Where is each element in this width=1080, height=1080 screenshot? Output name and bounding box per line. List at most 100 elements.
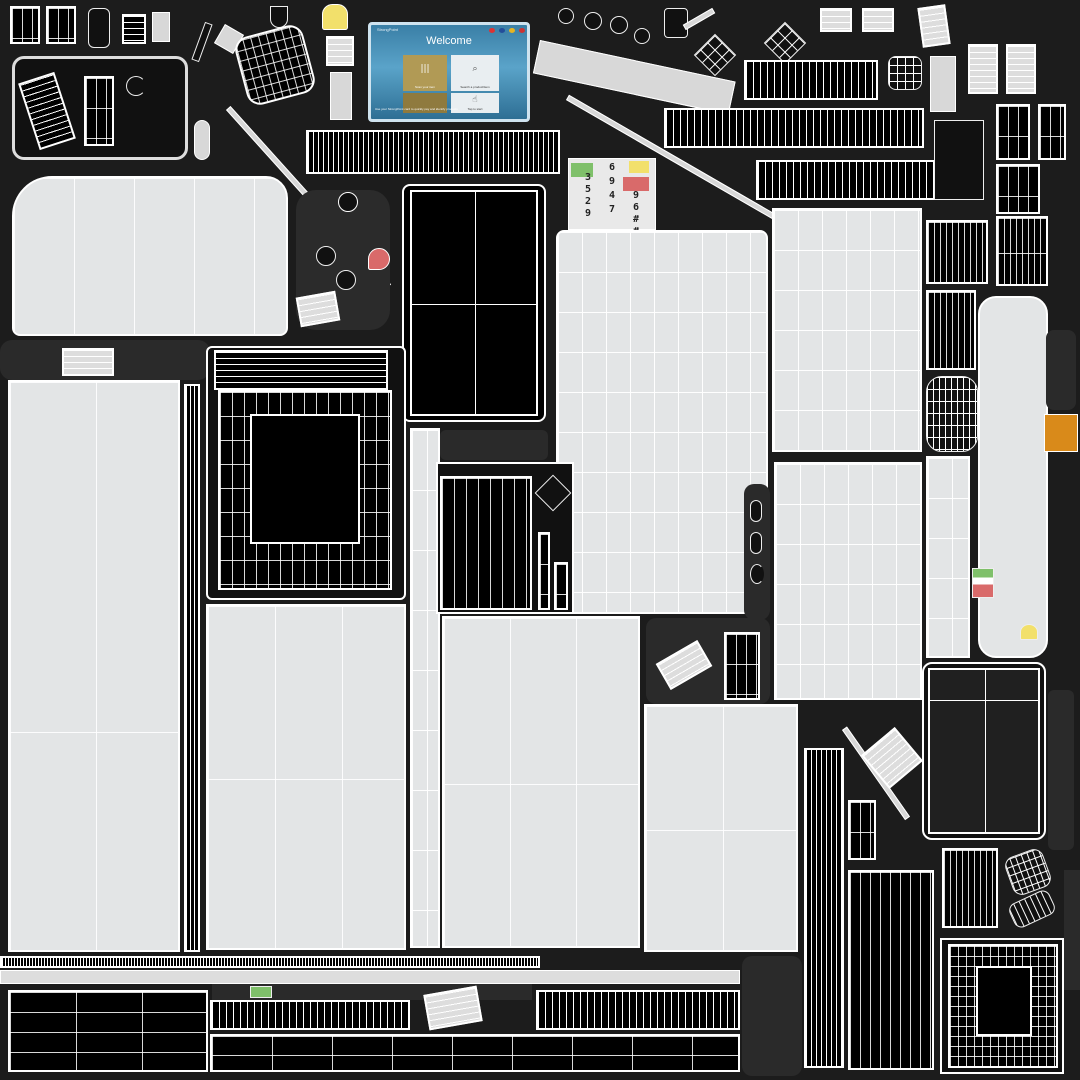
uv-island-panel-center-right (556, 230, 768, 614)
uv-island-right-dark-strip-3 (996, 216, 1048, 286)
uv-island-striped-card (326, 36, 354, 66)
uv-island-tablet-back (410, 190, 538, 416)
uv-island-panel-right-mid (774, 462, 922, 700)
uv-island-panel-left-tall (8, 380, 180, 952)
uv-island-basket (926, 376, 978, 452)
uv-island-bottom-band-1 (0, 956, 540, 968)
uv-island-ring-c (610, 16, 628, 34)
uv-island-hinge (88, 8, 110, 48)
uv-island-panel-lower-right (644, 704, 798, 952)
uv-island-tray-inner (250, 414, 360, 544)
uv-island-bottom-right-cup-2 (1006, 887, 1058, 931)
uv-island-bottom-right-tall-a (804, 748, 844, 1068)
uv-island-ring-a (558, 8, 574, 24)
uv-island-right-dark-strip-1 (926, 220, 988, 284)
flag-icon (489, 28, 495, 33)
uv-island-panel-lower-left (206, 604, 406, 950)
uv-island-top-tile-3 (917, 4, 951, 48)
uv-island-hook (270, 6, 288, 28)
welcome-footer-text: Use your StrongPoint card to quickly pay… (375, 107, 458, 111)
uv-island-small-flat (152, 12, 170, 42)
uv-island-lid-side-bits (1048, 690, 1074, 850)
uv-island-top-tile-1 (820, 8, 852, 32)
card-tile (403, 93, 447, 113)
uv-island-panel-far-right (978, 296, 1048, 658)
uv-island-far-right-bits (1046, 330, 1076, 410)
uv-island-right-grid-1 (996, 104, 1030, 160)
yellow-key (629, 161, 649, 173)
uv-island-wire-grid-small (693, 33, 737, 77)
welcome-brand-text: StrongPoint (377, 27, 398, 32)
uv-island-pale-cone (322, 4, 348, 30)
uv-island-pill-3 (750, 564, 764, 584)
uv-island-right-tile-1 (968, 44, 998, 94)
key-label: 9 (585, 208, 592, 219)
uv-island-bottom-right-mid (848, 800, 876, 860)
uv-island-cluster-bit-3 (336, 270, 356, 290)
uv-island-thin-vertical-bar (184, 384, 200, 952)
hand-tap-icon: ☝ (472, 95, 478, 105)
uv-island-center-grid (440, 476, 532, 610)
uv-island-panel-upper-left (12, 176, 288, 336)
uv-island-top-tile-2 (862, 8, 894, 32)
uv-island-center-small-row (440, 430, 548, 460)
key-label: 6 (609, 162, 616, 173)
uv-island-bottom-right-c (942, 848, 998, 928)
uv-island-green-red-tag (972, 568, 994, 598)
uv-island-ring-b (584, 12, 602, 30)
uv-island-strip-a (122, 14, 146, 44)
key-label: 6 (633, 202, 640, 213)
key-label: 9 (633, 190, 640, 201)
key-label: 7 (609, 204, 616, 215)
tap-start-tile: ☝ Tap to start (451, 93, 499, 113)
uv-island-cross-grid-1 (763, 21, 807, 65)
uv-island-small-tab (330, 72, 352, 120)
uv-island-left-small-striped (62, 348, 114, 376)
search-icon: ⌕ (472, 64, 478, 75)
uv-island-framed-inner-b (84, 76, 114, 146)
uv-island-bottom-band-3 (8, 990, 208, 1072)
search-product-caption: Search a product/item (460, 85, 490, 89)
uv-island-orange-part (1044, 414, 1078, 452)
uv-island-bottom-right-striped (861, 727, 923, 789)
search-product-tile: ⌕ Search a product/item (451, 55, 499, 91)
uv-island-right-bar-1 (664, 108, 924, 148)
uv-island-top-left-1 (10, 6, 40, 44)
keypad-texture: 3 5 2 9 6 9 4 7 9 6 # # (568, 158, 656, 237)
tap-start-caption: Tap to start (467, 107, 483, 111)
uv-island-l-bracket (930, 56, 956, 112)
uv-island-center-side-a (538, 532, 550, 610)
red-key (623, 177, 649, 191)
uv-island-top-left-2 (46, 6, 76, 44)
welcome-title: Welcome (426, 35, 472, 47)
barcode-icon: ||| (420, 64, 430, 75)
uv-island-right-grid-2 (1038, 104, 1066, 160)
green-key (571, 163, 593, 177)
uv-island-cluster-lower-b (724, 632, 760, 700)
uv-island-tray-top-strip (214, 350, 388, 390)
uv-island-bottom-far-right (1064, 870, 1080, 990)
welcome-screen-texture: StrongPoint Welcome ||| Scan your item ⌕… (368, 22, 530, 122)
uv-island-bottom-band-4 (210, 1000, 410, 1030)
uv-island-cluster-bit-2 (316, 246, 336, 266)
uv-island-bottom-band-2 (0, 970, 740, 984)
uv-island-cluster-bit-1 (338, 192, 358, 212)
uv-island-long-bar-top (306, 130, 560, 174)
uv-island-pill-2 (750, 532, 762, 554)
key-label: 5 (585, 184, 592, 195)
key-label: 3 (585, 172, 592, 183)
uv-island-cluster-bit-red (368, 248, 390, 270)
uv-island-bottom-band-6 (536, 990, 740, 1030)
uv-island-lid (928, 668, 1040, 834)
uv-island-ring-d (634, 28, 650, 44)
uv-island-panel-narrow-center (410, 428, 440, 948)
uv-island-bottom-band-5 (210, 1034, 740, 1072)
uv-island-panel-right-narrow (926, 456, 970, 658)
uv-island-diagonal-rod (191, 21, 213, 63)
scan-item-caption: Scan your item (414, 85, 435, 89)
uv-island-right-beam (744, 60, 878, 100)
flag-icon (509, 28, 515, 33)
uv-island-yellow-tag (1020, 624, 1038, 640)
flag-icon (499, 28, 505, 33)
uv-island-right-tile-2 (1006, 44, 1036, 94)
